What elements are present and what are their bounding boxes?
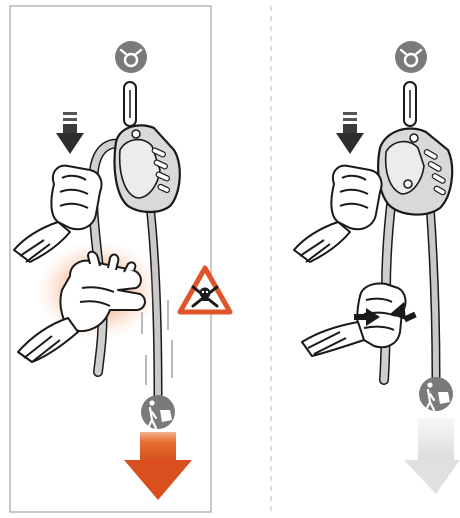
anchor-icon	[115, 41, 147, 73]
large-down-arrow-icon	[124, 432, 192, 500]
left-panel	[10, 6, 211, 512]
skull-crossbones-warning-icon	[180, 268, 230, 312]
large-down-arrow-icon	[404, 418, 460, 494]
down-arrow-icon	[56, 112, 84, 154]
upper-hand	[294, 166, 382, 262]
right-panel	[294, 41, 460, 494]
carabiner	[404, 82, 416, 126]
anchor-icon	[395, 41, 427, 73]
brake-hand	[302, 284, 405, 357]
belay-device	[115, 125, 180, 212]
belay-device	[378, 129, 452, 215]
climber-load-icon	[419, 377, 453, 411]
carabiner	[124, 82, 136, 126]
down-arrow-icon	[336, 112, 364, 154]
brake-hand	[18, 252, 145, 362]
climber-load-icon	[141, 395, 175, 429]
